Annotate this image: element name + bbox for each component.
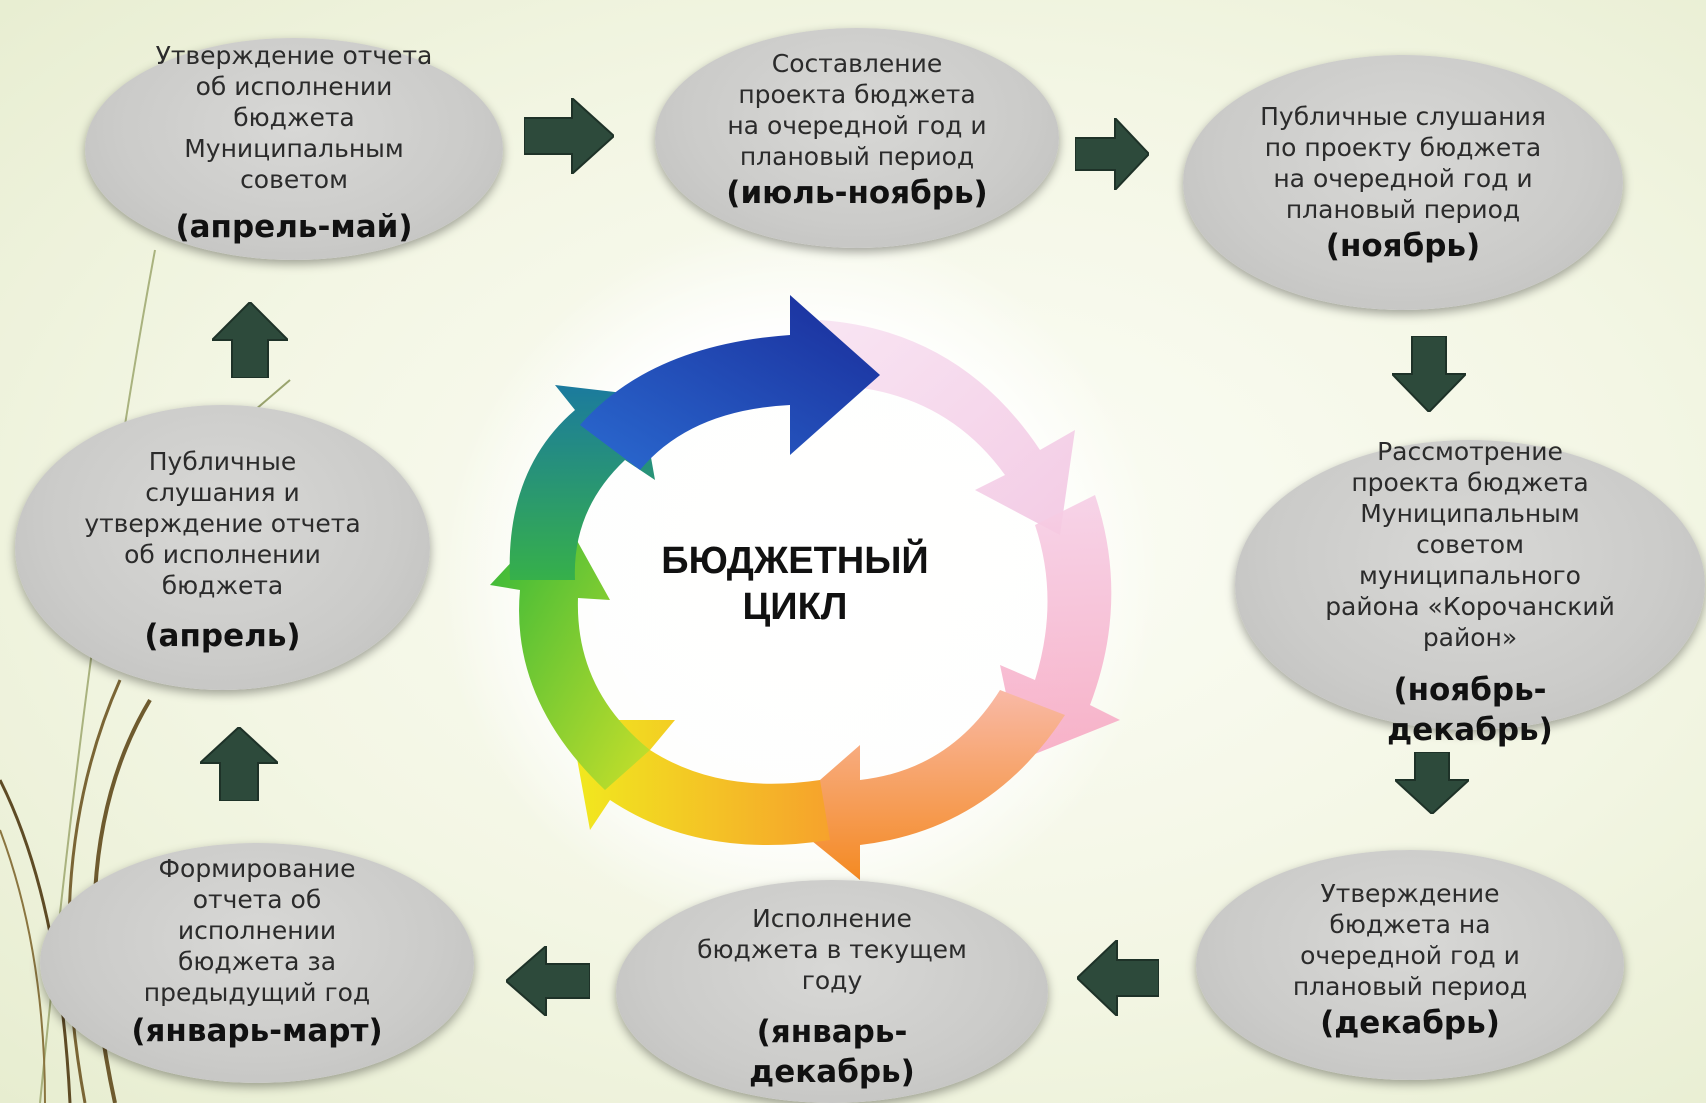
arrow-down-icon <box>1395 752 1469 814</box>
arrow-down-icon <box>1392 336 1466 412</box>
stage-period: (ноябрь- декабрь) <box>1387 672 1553 748</box>
arrow-up-icon <box>212 302 288 378</box>
cycle-center-title: БЮДЖЕТНЫЙ ЦИКЛ <box>661 540 929 628</box>
stage-period: (апрель-май) <box>175 209 413 245</box>
stage-label: Исполнение бюджета в текущем году <box>697 904 967 995</box>
stage-node-public-hearings-report <box>15 405 430 690</box>
stage-label: Рассмотрение проекта бюджета Муниципальн… <box>1325 437 1615 652</box>
stage-node-report-formation <box>40 843 474 1083</box>
arrow-up-icon <box>200 727 278 801</box>
stage-label: Составление проекта бюджета на очередной… <box>727 49 987 171</box>
stage-node-budget-execution <box>616 880 1048 1103</box>
stage-label: Формирование отчета об исполнении бюджет… <box>143 854 371 1007</box>
stage-period: (январь- декабрь) <box>749 1014 915 1090</box>
stage-node-public-hearings-draft <box>1183 55 1623 310</box>
stage-period: (декабрь) <box>1320 1005 1500 1041</box>
stage-node-budget-approval <box>1196 850 1624 1080</box>
stage-period: (январь-март) <box>131 1013 383 1049</box>
stage-label: Публичные слушания по проекту бюджета на… <box>1260 102 1546 224</box>
stage-period: (апрель) <box>144 618 301 654</box>
arrow-right-icon <box>524 98 614 174</box>
stage-label: Публичные слушания и утверждение отчета … <box>84 447 361 600</box>
arrow-right-icon <box>1075 118 1149 190</box>
stage-node-budget-drafting <box>655 28 1059 248</box>
stage-period: (ноябрь) <box>1325 228 1481 264</box>
cycle-arrow-blue <box>580 295 880 470</box>
stage-label: Утверждение бюджета на очередной год и п… <box>1292 879 1528 1001</box>
cycle-arrow-lilac <box>820 320 1075 535</box>
cycle-arrow-pink <box>1000 495 1120 760</box>
arrow-left-icon <box>506 946 590 1016</box>
arrow-left-icon <box>1077 940 1159 1016</box>
stage-period: (июль-ноябрь) <box>726 175 988 211</box>
stage-label: Утверждение отчета об исполнении бюджета… <box>155 41 433 194</box>
stage-node-council-review <box>1235 440 1705 730</box>
cycle-arrow-orange <box>780 690 1065 880</box>
stage-node-report-approval-council <box>85 38 503 260</box>
